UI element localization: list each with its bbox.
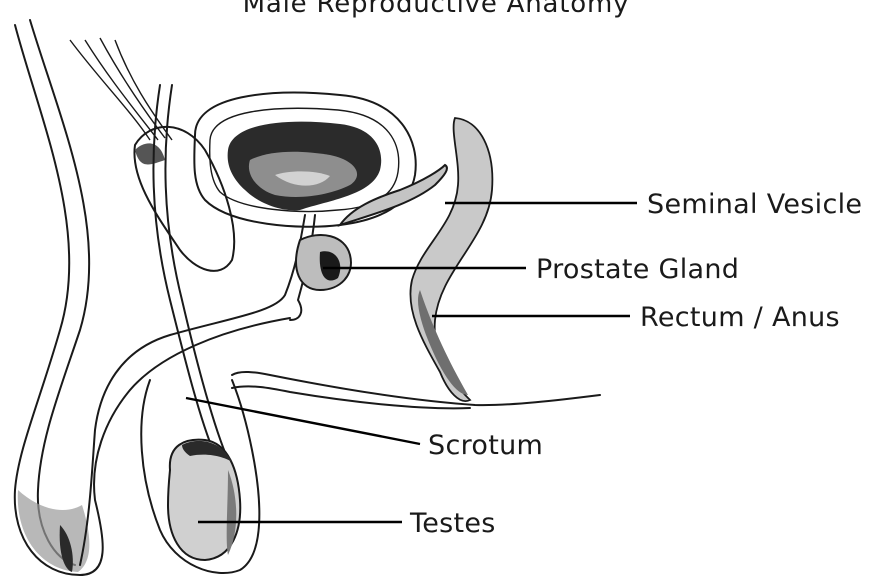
perineum-line [232,372,600,405]
glans-shading [18,490,90,572]
penis-outline [15,25,290,575]
rectum-shape [410,118,492,401]
label-prostate-gland: Prostate Gland [536,254,739,285]
muscle-strands [70,38,172,140]
label-seminal-vesicle: Seminal Vesicle [647,189,862,220]
anatomy-drawing [15,20,600,575]
label-testes: Testes [409,508,496,539]
penis-inner-contour [30,20,89,565]
diagram-title: Male Reproductive Anatomy [243,0,630,19]
leader-lines [186,203,637,522]
label-rectum-anus: Rectum / Anus [640,302,840,333]
pubic-bone-shading [135,143,165,164]
label-scrotum: Scrotum [428,430,543,461]
labels: Seminal Vesicle Prostate Gland Rectum / … [409,189,862,539]
